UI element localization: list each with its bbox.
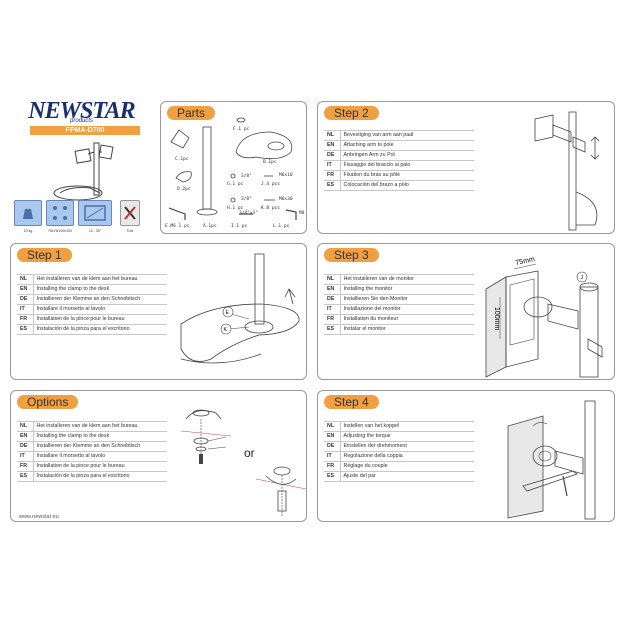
part-label-a: A.1pc	[203, 224, 217, 229]
part-label-g: G.1 pc	[227, 182, 244, 187]
part-label-i: I.1 pc	[231, 224, 248, 229]
tool-icon: Tool	[120, 200, 140, 233]
part-label-size-3: 3/8"x3"	[239, 211, 258, 216]
part-label-c: C.1pc	[175, 157, 189, 162]
weight-icon: 10 kg	[14, 200, 42, 233]
part-label-m6x30: M6x30	[279, 197, 293, 202]
spec-icons: 10 kg 75x75/100x100 10 - 30" Tool	[10, 200, 142, 233]
screen-size-icon: 10 - 30"	[78, 200, 112, 233]
dim-75mm: 75mm	[515, 256, 536, 267]
parts-title: Parts	[167, 106, 216, 120]
parts-illustration	[168, 117, 297, 220]
options-title: Options	[17, 395, 79, 409]
part-label-m8: M8	[299, 211, 305, 216]
part-label-k: K.8 pcs	[261, 206, 280, 211]
options-illustration-grommet	[180, 409, 232, 464]
step1-illustration: E K	[180, 253, 300, 364]
dim-100mm: 100mm	[493, 307, 500, 331]
footer-url[interactable]: www.newstar.eu	[19, 514, 59, 520]
part-label-d: D.2pc	[177, 187, 191, 192]
brand-subtitle: products	[70, 118, 94, 124]
step3-title: Step 3	[324, 248, 379, 262]
step4-illustration	[507, 400, 596, 520]
part-label-j: J.4 pcs	[261, 182, 280, 187]
step4-title: Step 4	[324, 395, 379, 409]
model-number: FPMA-D700	[30, 126, 140, 135]
options-illustration-clamp	[255, 466, 307, 516]
product-illustration	[53, 142, 114, 201]
step3-illustration: J 75mm 100mm	[485, 256, 603, 378]
parts-panel: Parts F.1 pc C.1pc B.1pc D.2pc G.1 pc J.…	[160, 101, 307, 234]
step1-title: Step 1	[17, 248, 72, 262]
part-label-f: F.1 pc	[233, 127, 250, 132]
vesa-icon: 75x75/100x100	[46, 200, 74, 233]
step2-illustration	[534, 111, 600, 231]
brand-logo: NEWSTAR	[28, 98, 135, 124]
part-label-size-1: 3/8"	[241, 174, 252, 179]
part-label-b: B.1pc	[263, 160, 277, 165]
part-label-size-2: 3/8"	[241, 197, 252, 202]
callout-j: J	[581, 275, 584, 281]
part-label-m6x10: M6x10	[279, 173, 293, 178]
step2-title: Step 2	[324, 106, 379, 120]
callout-e: E	[226, 310, 230, 316]
options-or: or	[244, 446, 255, 460]
part-label-h: H.1 pc	[227, 206, 244, 211]
part-label-e: E.M6 1 pc	[165, 224, 190, 229]
callout-k: K	[224, 327, 228, 333]
part-label-l: L.1 pc	[273, 224, 290, 229]
brand-panel: NEWSTAR products FPMA-D700 10 kg 75x75/1…	[10, 98, 153, 233]
